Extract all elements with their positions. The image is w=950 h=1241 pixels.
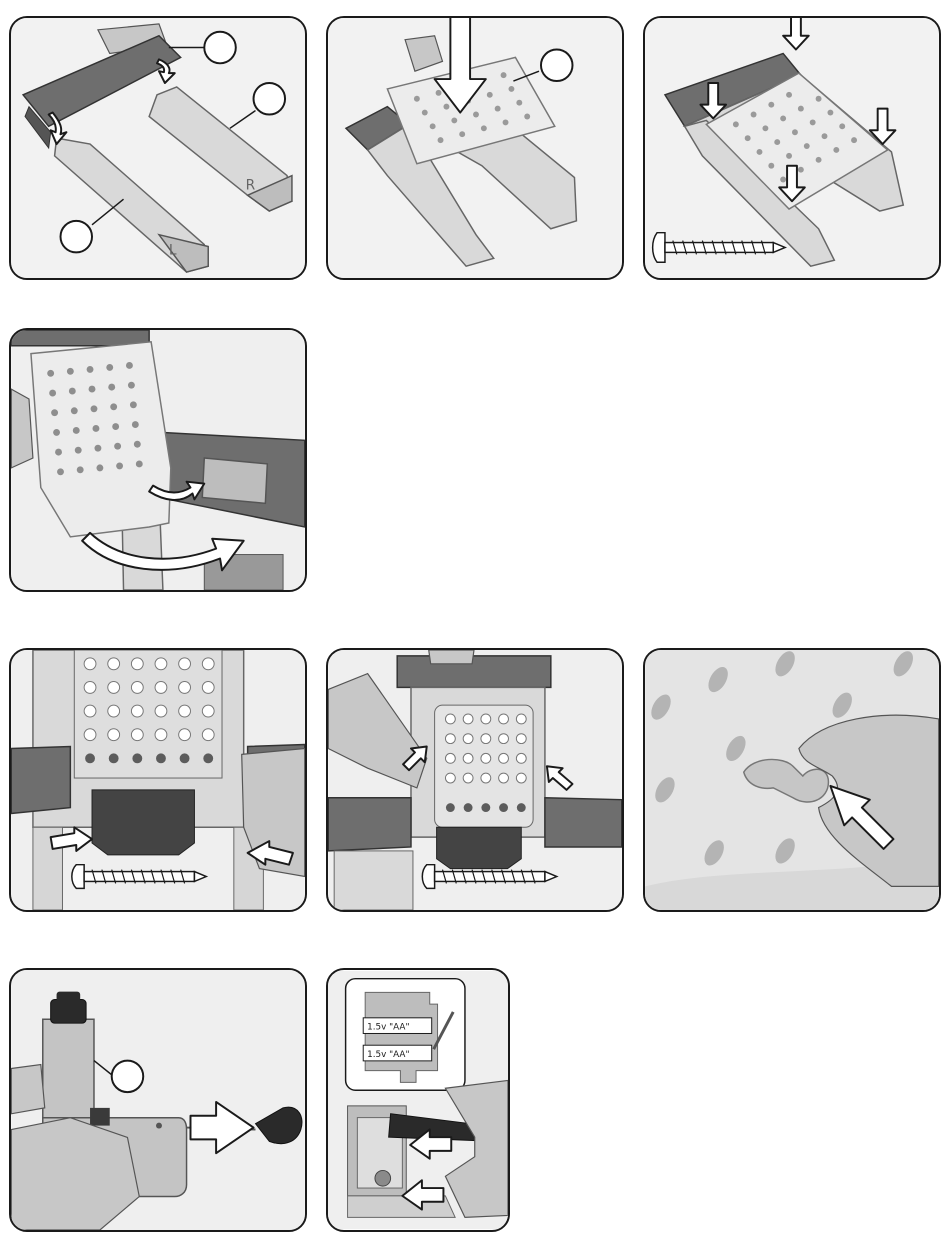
step-panel-3-screw-pegboard [643, 16, 941, 280]
leg-right-marking: R [246, 177, 256, 193]
step-panel-5-screw-backboard [9, 648, 307, 912]
step-panel-2-pegboard-place [326, 16, 624, 280]
step-panel-9-batteries: 1.5v "AA" 1.5v "AA" [326, 968, 510, 1232]
battery-label-bottom: 1.5v "AA" [367, 1050, 409, 1060]
step-panel-1-legs: R L [9, 16, 307, 280]
battery-label-top: 1.5v "AA" [367, 1023, 409, 1033]
step-panel-6-attach-pegboard-frame [326, 648, 624, 912]
step-panel-4-attach-backboard [9, 328, 307, 592]
leg-left-marking: L [169, 242, 177, 258]
step-panel-7-insert-hook [643, 648, 941, 912]
step-panel-8-drill-bit [9, 968, 307, 1232]
